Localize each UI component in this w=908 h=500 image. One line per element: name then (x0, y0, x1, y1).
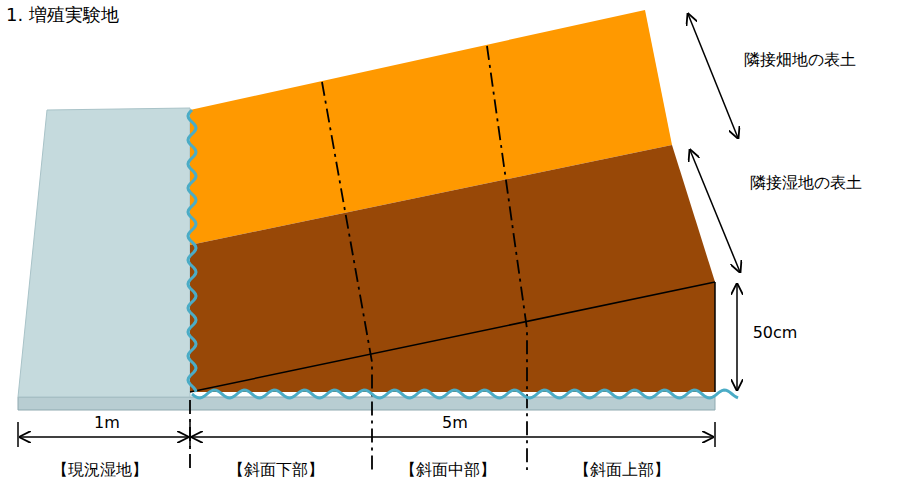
section-label: 【現況湿地】 (52, 460, 148, 479)
dimension-arrow (18, 14, 740, 447)
section-label: 【斜面中部】 (400, 460, 496, 479)
section-line (190, 46, 527, 470)
section-label: 【斜面上部】 (574, 460, 670, 479)
dimension-label: 隣接畑地の表土 (744, 50, 856, 69)
base-plate (18, 397, 715, 410)
slope-edge (714, 282, 716, 392)
dimension-label: 5m (439, 413, 471, 432)
dimension-label: 隣接湿地の表土 (750, 173, 862, 192)
section-label: 【斜面下部】 (228, 460, 324, 479)
dimension-label: 50cm (753, 323, 798, 342)
figure-title: 1. 増殖実験地 (6, 3, 119, 27)
dimension-label: 1m (91, 413, 123, 432)
water-line (188, 110, 196, 392)
wetland-area (18, 108, 190, 397)
slope-edge (190, 282, 715, 392)
wetland-topsoil (190, 145, 715, 392)
water-line (192, 390, 738, 398)
